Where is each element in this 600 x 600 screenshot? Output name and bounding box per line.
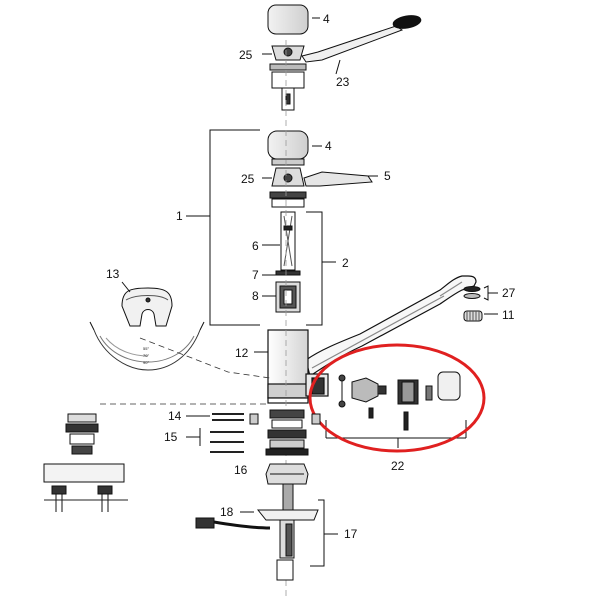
diverter-valve [351, 377, 379, 403]
callout-15: 15 [164, 430, 178, 444]
upper-cartridge-assembly [267, 130, 373, 208]
callout-22: 22 [391, 459, 405, 473]
base-fixing-group [186, 409, 321, 511]
cap-part-4-top [267, 4, 309, 35]
callout-25-top: 25 [239, 48, 253, 62]
callout-13: 13 [106, 267, 120, 281]
group-brackets [186, 129, 336, 326]
highlight-ellipse [308, 343, 486, 453]
callout-5: 5 [384, 169, 391, 183]
leader-lines [121, 17, 498, 417]
angle-mark-70: 70° [143, 353, 149, 358]
top-lever-assembly [267, 4, 422, 111]
callout-labels: 4 25 23 4 25 5 1 6 2 7 8 13 27 11 12 14 … [106, 12, 516, 541]
cap-part-4 [267, 130, 309, 160]
lever-part-23 [301, 25, 404, 63]
angle-mark-55: 55° [143, 346, 149, 351]
callout-17: 17 [344, 527, 358, 541]
angle-marks: 55° 70° 90° [143, 346, 149, 365]
mounting-detail-left [43, 413, 128, 512]
spout [305, 275, 477, 377]
callout-14: 14 [168, 409, 182, 423]
limiter-arc [93, 329, 201, 371]
washer-part-27b [463, 293, 481, 299]
bracket-1 [186, 129, 260, 326]
cartridge-internals [275, 211, 301, 313]
mounting-base [43, 463, 125, 483]
callout-1: 1 [176, 209, 183, 223]
callout-2: 2 [342, 256, 349, 270]
angle-mark-90: 90° [143, 360, 149, 365]
ring-part-7 [275, 270, 301, 276]
hose-part-18 [213, 520, 271, 530]
callout-7: 7 [252, 268, 259, 282]
callout-18: 18 [220, 505, 234, 519]
aerator-group [463, 285, 498, 322]
mounting-plate [256, 509, 319, 521]
callout-8: 8 [252, 289, 259, 303]
diverter-knob [437, 371, 461, 401]
screw-part-14 [249, 413, 259, 425]
callout-23: 23 [336, 75, 350, 89]
lever-part-5 [303, 171, 373, 187]
callout-4-top: 4 [323, 12, 330, 26]
callout-6: 6 [252, 239, 259, 253]
bracket-2 [306, 211, 336, 326]
ring-part-15b [267, 429, 307, 439]
callout-25: 25 [241, 172, 255, 186]
reference-dashed-lines [100, 40, 287, 600]
lever-tip-part-23 [392, 15, 422, 29]
callout-12: 12 [235, 346, 249, 360]
temperature-limiter-part-13 [89, 287, 205, 371]
callout-11: 11 [502, 308, 515, 322]
faucet-body-part-12 [267, 275, 477, 404]
mounting-group-part-17 [195, 499, 338, 581]
washer-part-27a [463, 286, 481, 292]
callout-16: 16 [234, 463, 248, 477]
callout-27: 27 [502, 286, 516, 300]
diverter-group-part-22 [325, 371, 467, 448]
ring-part-15a [269, 409, 305, 419]
callout-4: 4 [325, 139, 332, 153]
